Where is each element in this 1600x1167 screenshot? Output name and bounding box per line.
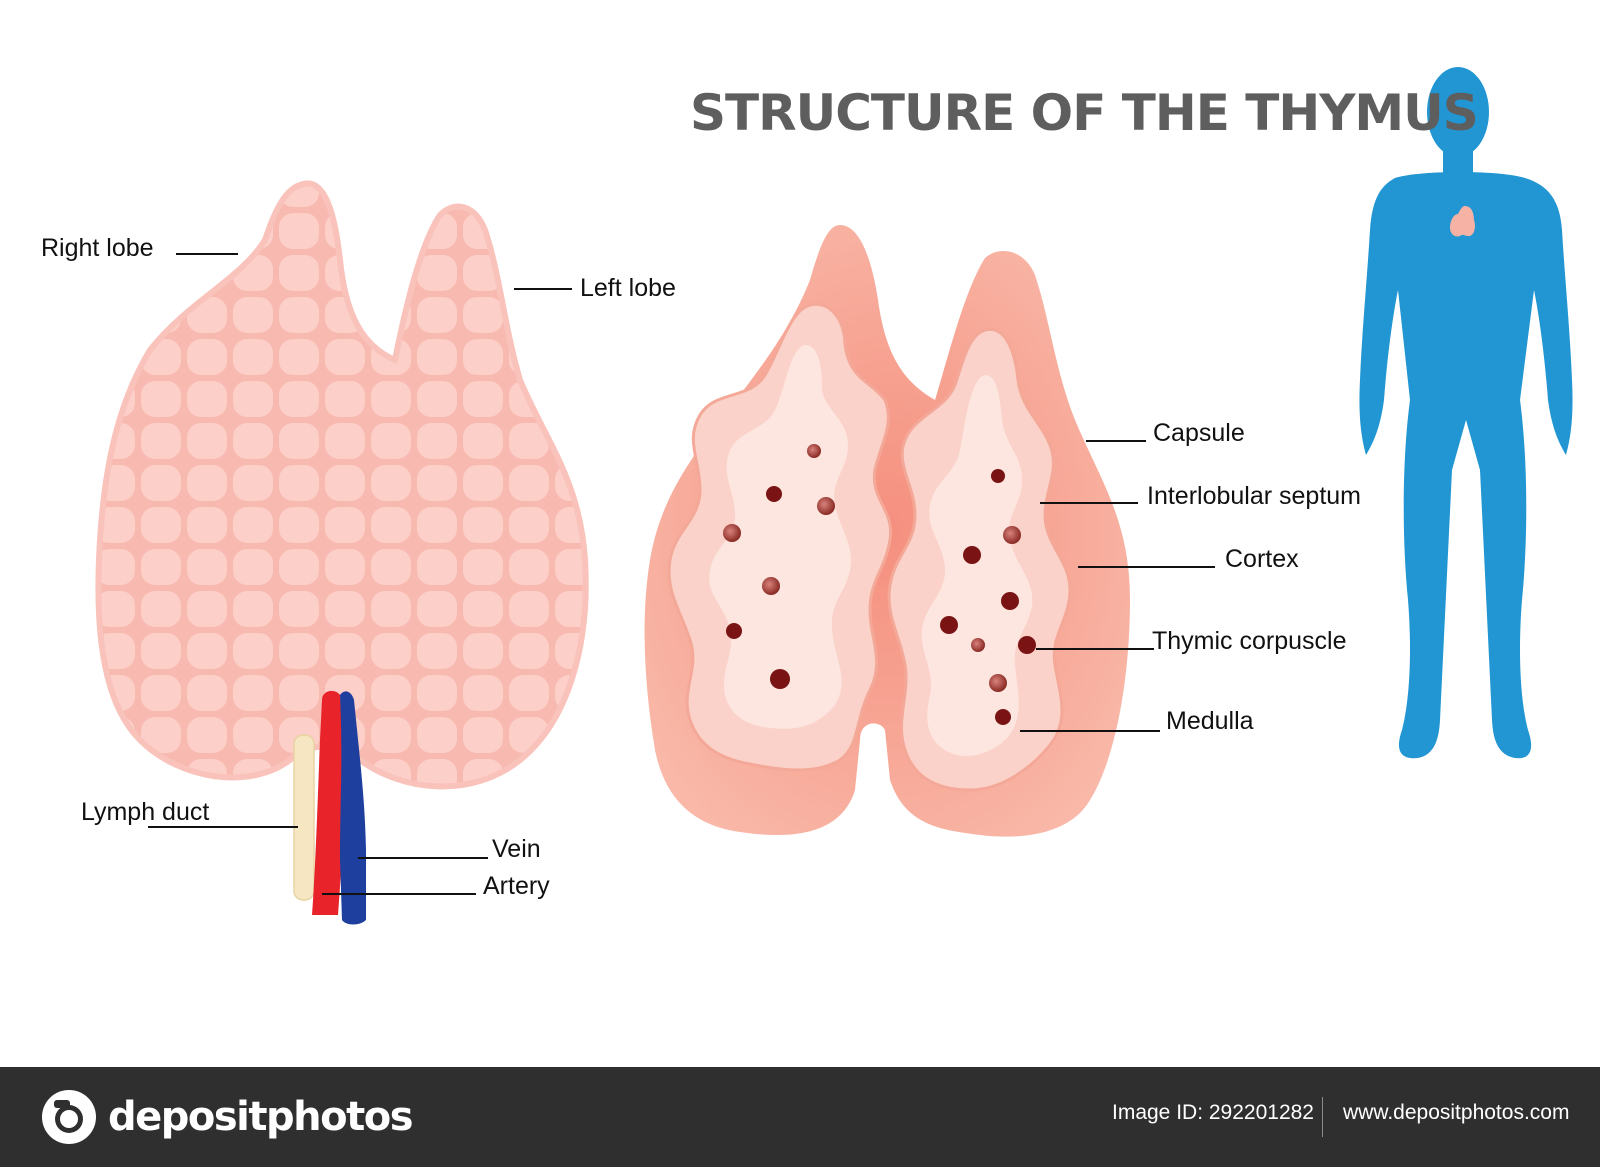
leader-vein xyxy=(358,857,488,859)
leader-left-lobe xyxy=(514,288,572,290)
label-cortex: Cortex xyxy=(1225,545,1299,573)
thymus-external-view xyxy=(95,180,589,925)
corpuscle xyxy=(766,486,782,502)
right-lobe-shape xyxy=(95,180,589,790)
corpuscle xyxy=(963,546,981,564)
camera-icon xyxy=(42,1090,96,1144)
brand-logo[interactable]: depositphotos xyxy=(40,1087,414,1147)
label-artery: Artery xyxy=(483,872,550,900)
label-vein: Vein xyxy=(492,835,541,863)
thymus-cross-section xyxy=(644,225,1130,837)
leader-right-lobe xyxy=(176,253,238,255)
leader-thymic-corpuscle xyxy=(1036,648,1154,650)
image-id: Image ID: 292201282 xyxy=(1112,1101,1314,1124)
silhouette-neck xyxy=(1443,145,1473,177)
diagram-title: STRUCTURE OF THE THYMUS xyxy=(690,84,1479,142)
label-medulla: Medulla xyxy=(1166,707,1254,735)
label-lymph-duct: Lymph duct xyxy=(81,798,210,826)
label-thymic-corpuscle: Thymic corpuscle xyxy=(1152,627,1347,655)
silhouette-body xyxy=(1359,172,1573,759)
silhouette-thymus-icon xyxy=(1450,206,1475,237)
leader-artery xyxy=(322,893,476,895)
corpuscle xyxy=(762,577,780,595)
leader-interlobular-septum xyxy=(1040,502,1138,504)
corpuscle xyxy=(726,623,742,639)
corpuscle xyxy=(1003,526,1021,544)
artery-vessel xyxy=(312,690,346,915)
corpuscle xyxy=(940,616,958,634)
vein-vessel xyxy=(340,691,366,925)
leader-capsule xyxy=(1086,440,1146,442)
site-url[interactable]: www.depositphotos.com xyxy=(1343,1101,1570,1124)
human-silhouette xyxy=(1359,67,1573,759)
medulla-right xyxy=(921,375,1033,756)
corpuscle xyxy=(1001,592,1019,610)
corpuscle xyxy=(770,669,790,689)
label-capsule: Capsule xyxy=(1153,419,1245,447)
label-interlobular-septum: Interlobular septum xyxy=(1147,482,1362,510)
corpuscle xyxy=(817,497,835,515)
corpuscle xyxy=(995,709,1011,725)
footer-bar: depositphotos Image ID: 292201282 www.de… xyxy=(0,1067,1600,1167)
silhouette-head xyxy=(1427,67,1489,157)
label-right-lobe: Right lobe xyxy=(41,234,154,262)
brand-name: depositphotos xyxy=(108,1094,414,1140)
label-left-lobe: Left lobe xyxy=(580,274,676,302)
corpuscle xyxy=(1018,636,1036,654)
thymic-corpuscles xyxy=(723,444,1036,725)
leader-lymph-duct xyxy=(148,826,298,828)
corpuscle xyxy=(723,524,741,542)
lymph-duct-vessel xyxy=(293,734,315,901)
corpuscle xyxy=(971,638,985,652)
corpuscle xyxy=(991,469,1005,483)
corpuscle xyxy=(989,674,1007,692)
footer-divider xyxy=(1322,1097,1323,1137)
medulla-left xyxy=(709,345,852,729)
leader-cortex xyxy=(1078,566,1215,568)
leader-medulla xyxy=(1020,730,1160,732)
corpuscle xyxy=(807,444,821,458)
